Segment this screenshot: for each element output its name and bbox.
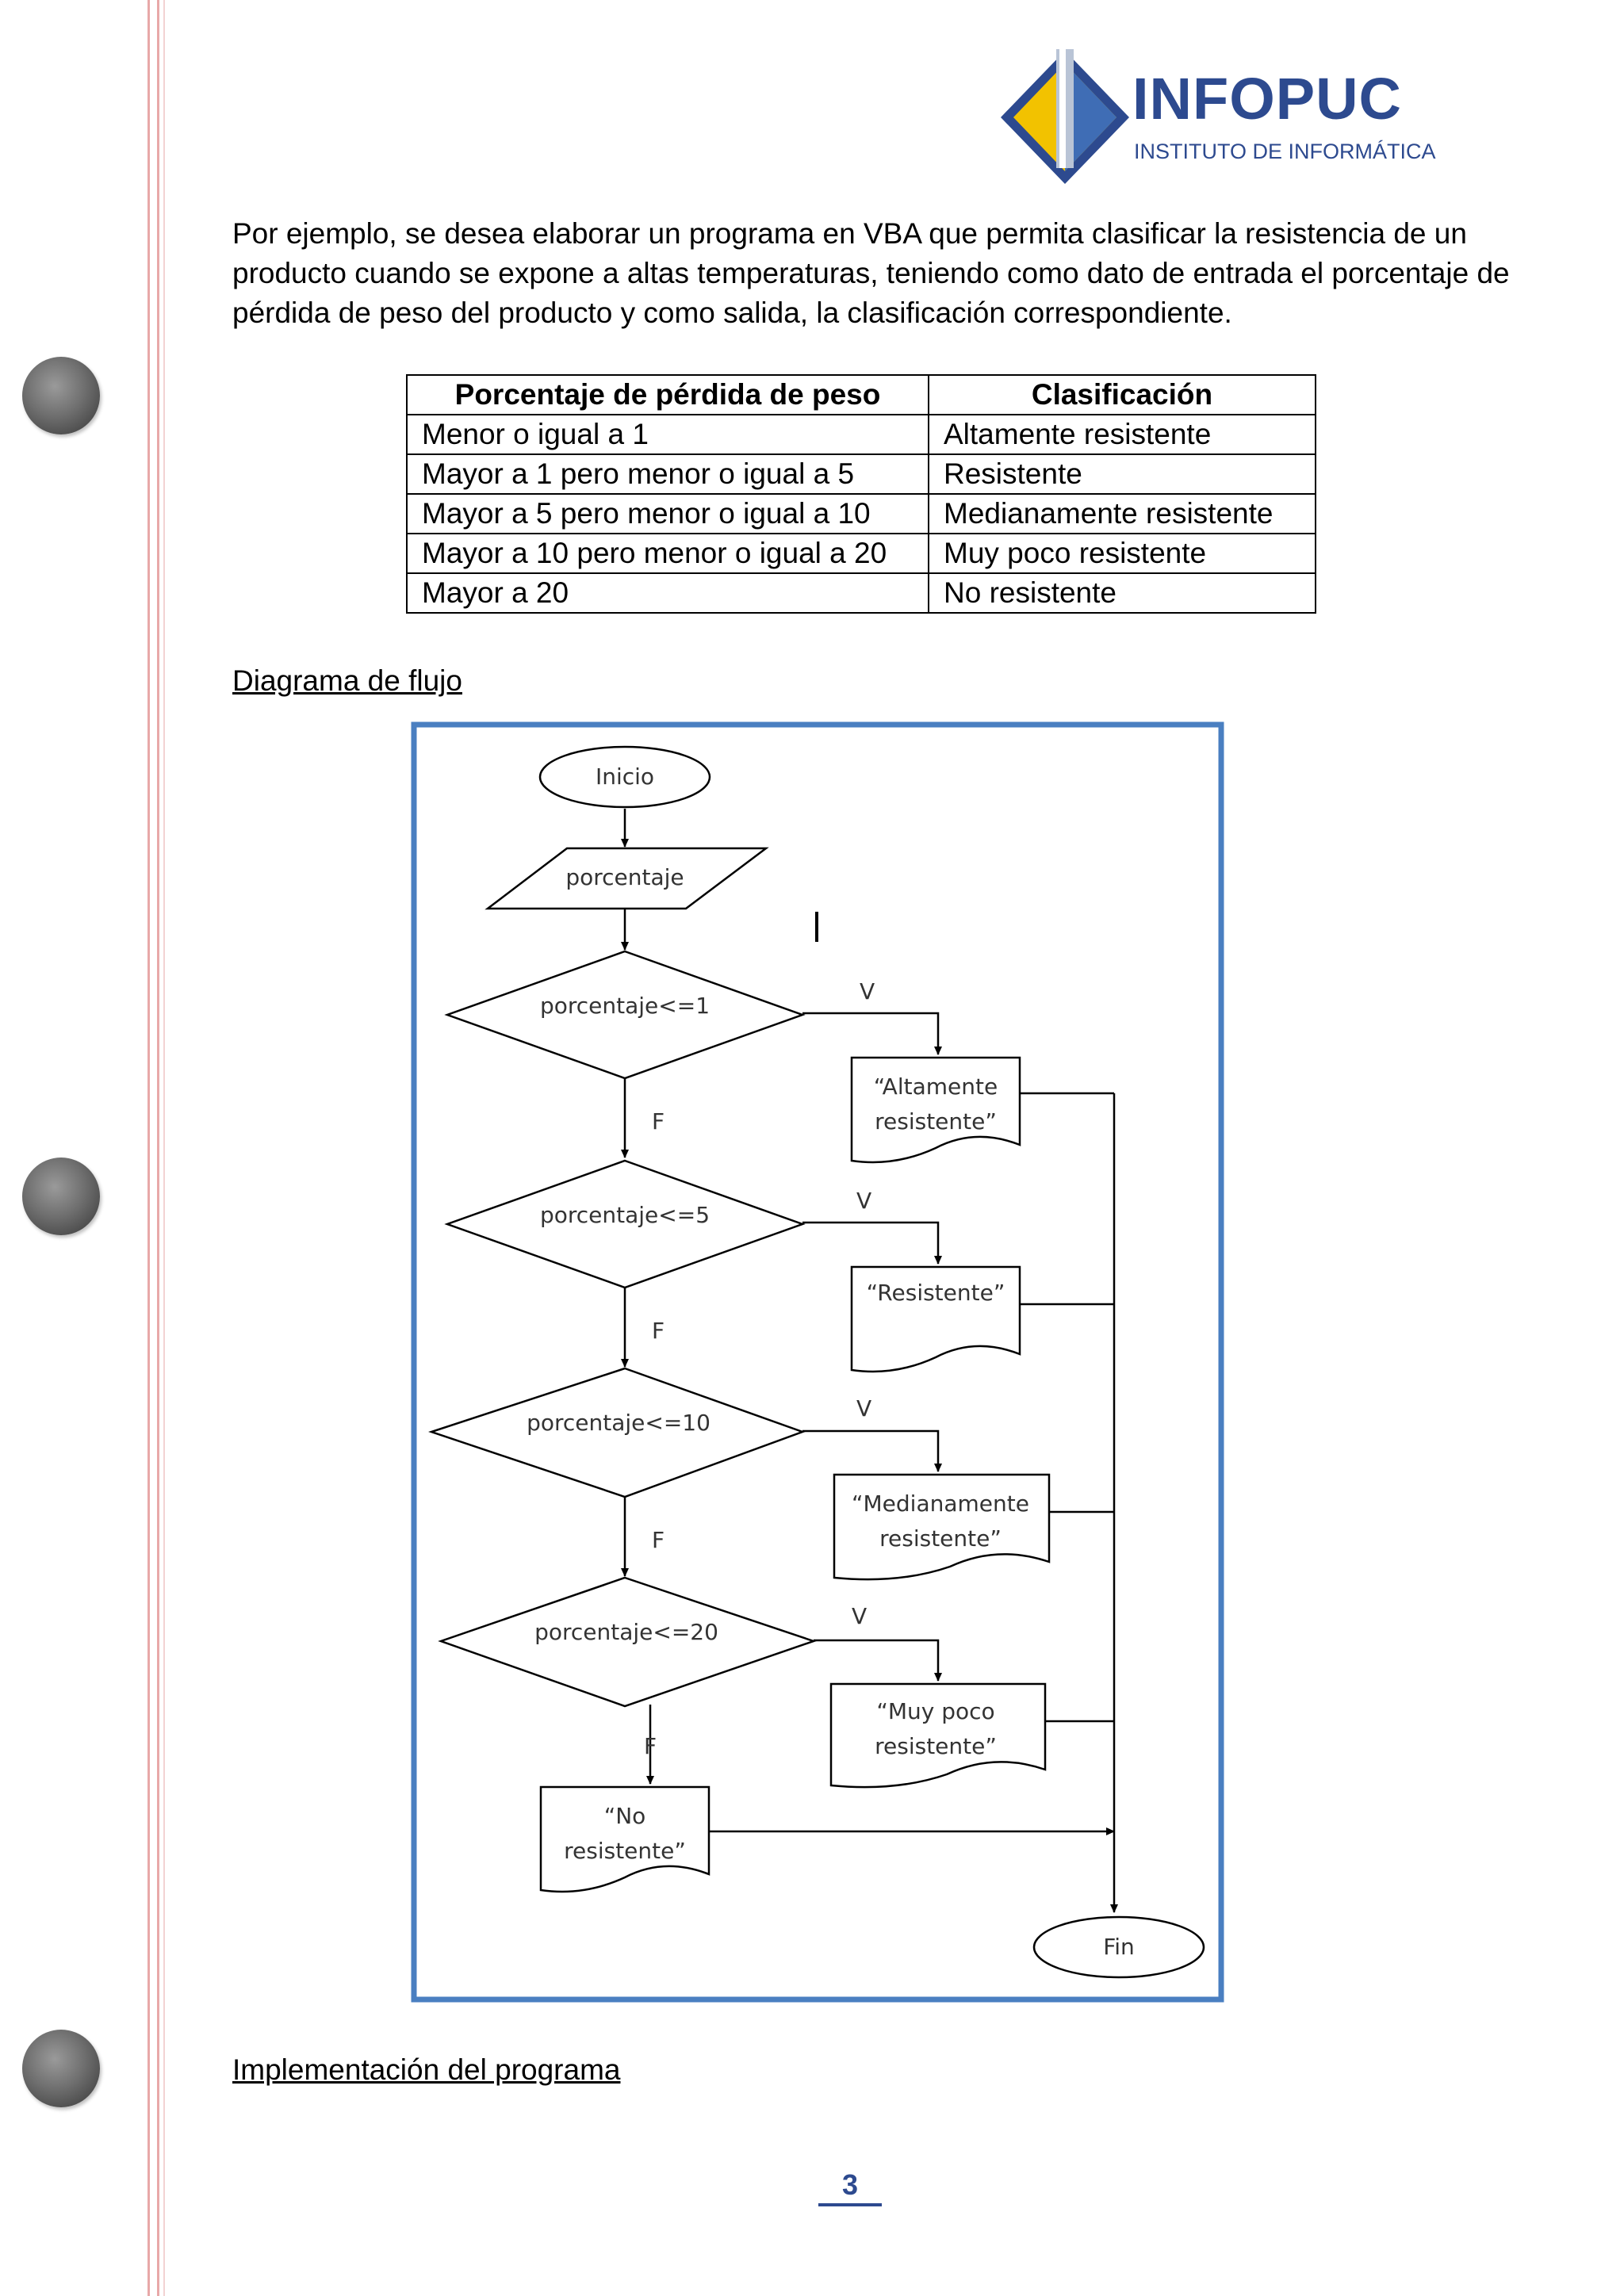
true-label: V — [856, 1395, 871, 1422]
decision-diamond — [438, 1576, 817, 1708]
true-label: V — [852, 1603, 867, 1629]
table-header: Clasificación — [928, 374, 1316, 415]
false-label: F — [652, 1108, 665, 1135]
logo-emblem-icon — [1001, 49, 1129, 184]
logo-subtitle: INSTITUTO DE INFORMÁTICA — [1134, 140, 1436, 163]
table-cell: Mayor a 20 — [406, 572, 929, 614]
table-row: Mayor a 5 pero menor o igual a 10 Median… — [406, 493, 1316, 534]
margin-line — [157, 0, 159, 2296]
flow-section-title: Diagrama de flujo — [232, 664, 462, 697]
decision-label: porcentaje<=1 — [540, 993, 710, 1019]
decision-label: porcentaje<=10 — [527, 1410, 710, 1436]
table-cell: No resistente — [928, 572, 1316, 614]
decision-diamond — [444, 1159, 806, 1289]
page-number: 3 — [841, 2168, 859, 2201]
decision-label: porcentaje<=20 — [534, 1619, 718, 1645]
start-label: Inicio — [596, 763, 654, 790]
intro-paragraph: Por ejemplo, se desea elaborar un progra… — [232, 217, 1510, 329]
output-label: “Altamente — [874, 1073, 998, 1100]
logo-name: INFOPUC — [1132, 66, 1402, 132]
output-document — [833, 1473, 1051, 1581]
output-label: “Muy poco — [876, 1698, 994, 1724]
output-label: “No — [604, 1803, 646, 1829]
page-number-underline — [818, 2203, 882, 2206]
table-cell: Mayor a 1 pero menor o igual a 5 — [406, 453, 929, 495]
margin-line — [163, 0, 165, 2296]
table-cell: Mayor a 10 pero menor o igual a 20 — [406, 533, 929, 574]
table-cell: Medianamente resistente — [928, 493, 1316, 534]
infopuc-logo: INFOPUC INSTITUTO DE INFORMÁTICA — [998, 48, 1436, 189]
output-label: “Medianamente — [852, 1490, 1029, 1517]
table-cell: Muy poco resistente — [928, 533, 1316, 574]
output-document — [829, 1682, 1047, 1789]
binder-hole — [22, 2030, 100, 2107]
decision-label: porcentaje<=5 — [540, 1202, 710, 1228]
table-row: Mayor a 20 No resistente — [406, 572, 1316, 614]
start-terminal — [538, 745, 711, 809]
decision-diamond — [428, 1367, 806, 1498]
output-label: resistente” — [879, 1525, 1002, 1552]
table-cell: Mayor a 5 pero menor o igual a 10 — [406, 493, 929, 534]
end-label: Fin — [1103, 1934, 1135, 1960]
implementation-section-title: Implementación del programa — [232, 2053, 621, 2086]
flowchart: Inicio porcentaje porcentaje<=1 V F “Alt… — [411, 721, 1224, 2003]
input-label: porcentaje — [565, 864, 684, 890]
true-label: V — [860, 978, 875, 1004]
output-label: resistente” — [875, 1733, 997, 1759]
output-label: resistente” — [564, 1838, 686, 1864]
binder-hole — [22, 1158, 100, 1235]
false-label: F — [652, 1318, 665, 1344]
output-document — [850, 1056, 1021, 1164]
output-document — [850, 1265, 1021, 1373]
output-label: resistente” — [875, 1108, 997, 1135]
table-header-row: Porcentaje de pérdida de peso Clasificac… — [406, 374, 1316, 415]
output-label: “Resistente” — [867, 1280, 1005, 1306]
table-cell: Resistente — [928, 453, 1316, 495]
end-terminal — [1032, 1915, 1205, 1979]
false-label: F — [652, 1527, 665, 1553]
true-label: V — [856, 1188, 871, 1214]
table-header: Porcentaje de pérdida de peso — [406, 374, 929, 415]
decision-diamond — [444, 950, 806, 1080]
table-row: Mayor a 1 pero menor o igual a 5 Resiste… — [406, 453, 1316, 495]
table-cell: Menor o igual a 1 — [406, 414, 929, 455]
table-cell: Altamente resistente — [928, 414, 1316, 455]
input-parallelogram — [485, 847, 769, 910]
false-label: F — [644, 1733, 657, 1759]
table-row: Mayor a 10 pero menor o igual a 20 Muy p… — [406, 533, 1316, 574]
binder-hole — [22, 357, 100, 434]
margin-line — [147, 0, 150, 2296]
table-row: Menor o igual a 1 Altamente resistente — [406, 414, 1316, 455]
output-document — [539, 1785, 710, 1893]
classification-table: Porcentaje de pérdida de peso Clasificac… — [406, 374, 1316, 614]
